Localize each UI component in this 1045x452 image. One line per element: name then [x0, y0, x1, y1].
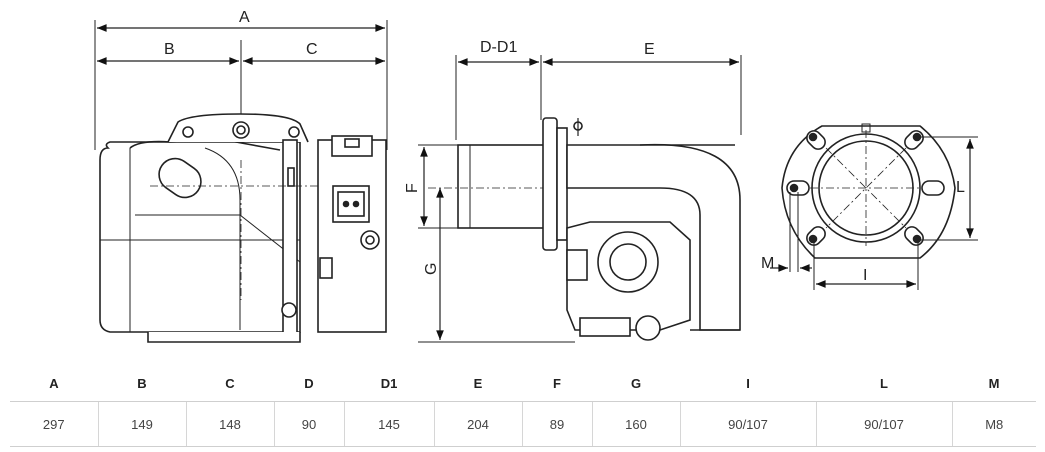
- burner-dimension-drawing: A B C D-D1 E F G: [94, 9, 978, 343]
- dim-label-i: I: [863, 267, 867, 284]
- table-cell: 90: [273, 401, 344, 447]
- table-cell: 148: [185, 401, 274, 447]
- dim-label-g: G: [423, 263, 440, 275]
- table-cell: 145: [343, 401, 434, 447]
- table-header-row: A B C D D1 E F G I L M: [10, 365, 1036, 402]
- dim-label-a: A: [239, 9, 250, 26]
- table-header-cell: L: [816, 365, 952, 402]
- front-view: [94, 20, 388, 343]
- table-header-cell: D: [274, 365, 344, 402]
- table-header-cell: G: [592, 365, 680, 402]
- table-header-cell: A: [10, 365, 98, 402]
- table-header-cell: D1: [344, 365, 434, 402]
- table-header-cell: M: [952, 365, 1036, 402]
- dim-label-l: L: [956, 179, 965, 196]
- dim-label-d-d1: D-D1: [480, 39, 517, 56]
- table-header-cell: F: [522, 365, 592, 402]
- dim-label-f: F: [404, 183, 421, 193]
- table-cell: 90/107: [815, 401, 952, 447]
- table-cell: 90/107: [679, 401, 816, 447]
- table-cell: 160: [591, 401, 680, 447]
- table-header-cell: C: [186, 365, 274, 402]
- table-cell: 204: [433, 401, 522, 447]
- side-view: [418, 55, 742, 343]
- table-cell: 89: [521, 401, 592, 447]
- flange-view: [770, 123, 978, 290]
- table-header-cell: I: [680, 365, 816, 402]
- dim-label-c: C: [306, 41, 318, 58]
- table-header-cell: B: [98, 365, 186, 402]
- table-cell: 297: [10, 401, 98, 447]
- dim-label-e: E: [644, 41, 655, 58]
- table-header-cell: E: [434, 365, 522, 402]
- dim-label-b: B: [164, 41, 175, 58]
- dimension-table: A B C D D1 E F G I L M 297 149 148 90 14…: [10, 365, 1036, 447]
- table-cell: 149: [97, 401, 186, 447]
- table-row: 297 149 148 90 145 204 89 160 90/107 90/…: [10, 401, 1036, 447]
- dim-label-m: M: [761, 255, 774, 272]
- table-cell: M8: [951, 401, 1036, 447]
